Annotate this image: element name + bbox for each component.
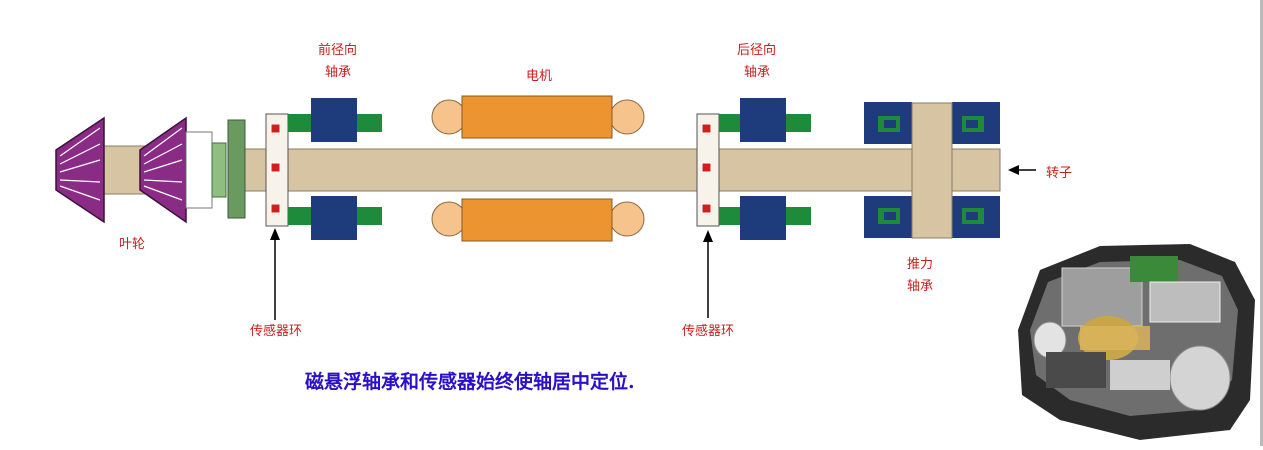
sensor-right-arrow	[703, 230, 713, 318]
rear-radial-bearing	[719, 98, 811, 240]
sensor-ring-right-label: 传感器环	[682, 324, 735, 339]
hub-collar	[185, 131, 213, 209]
front-radial-bearing-label-line2: 轴承	[325, 65, 352, 80]
rotor-label: 转子	[1046, 166, 1073, 181]
impeller-label: 叶轮	[119, 237, 146, 252]
sensor-ring-left-label: 传感器环	[250, 324, 303, 339]
motor-label: 电机	[526, 69, 553, 84]
rear-radial-bearing-label-line1: 后径向	[737, 43, 777, 58]
hub-flange-2	[227, 119, 246, 219]
front-radial-bearing-label-line1: 前径向	[318, 43, 358, 58]
rotor-arrow	[1008, 165, 1036, 175]
impeller-2	[139, 116, 187, 224]
motor	[431, 95, 645, 242]
compressor-cutaway-image	[1006, 238, 1258, 446]
hub-flange-1	[211, 142, 227, 198]
impeller-1	[55, 116, 105, 224]
thrust-bearing-label-line1: 推力	[907, 257, 934, 272]
sensor-ring-right	[696, 113, 720, 227]
sensor-left-arrow	[270, 228, 280, 320]
rear-radial-bearing-label-line2: 轴承	[744, 65, 771, 80]
rotor-shaft	[244, 148, 1001, 192]
right-edge-border	[1260, 0, 1263, 446]
sensor-ring-left	[265, 113, 289, 227]
diagram-caption: 磁悬浮轴承和传感器始终使轴居中定位.	[305, 371, 635, 393]
front-radial-bearing	[288, 98, 382, 240]
thrust-bearing	[864, 102, 1000, 239]
thrust-bearing-label-line2: 轴承	[907, 279, 934, 294]
